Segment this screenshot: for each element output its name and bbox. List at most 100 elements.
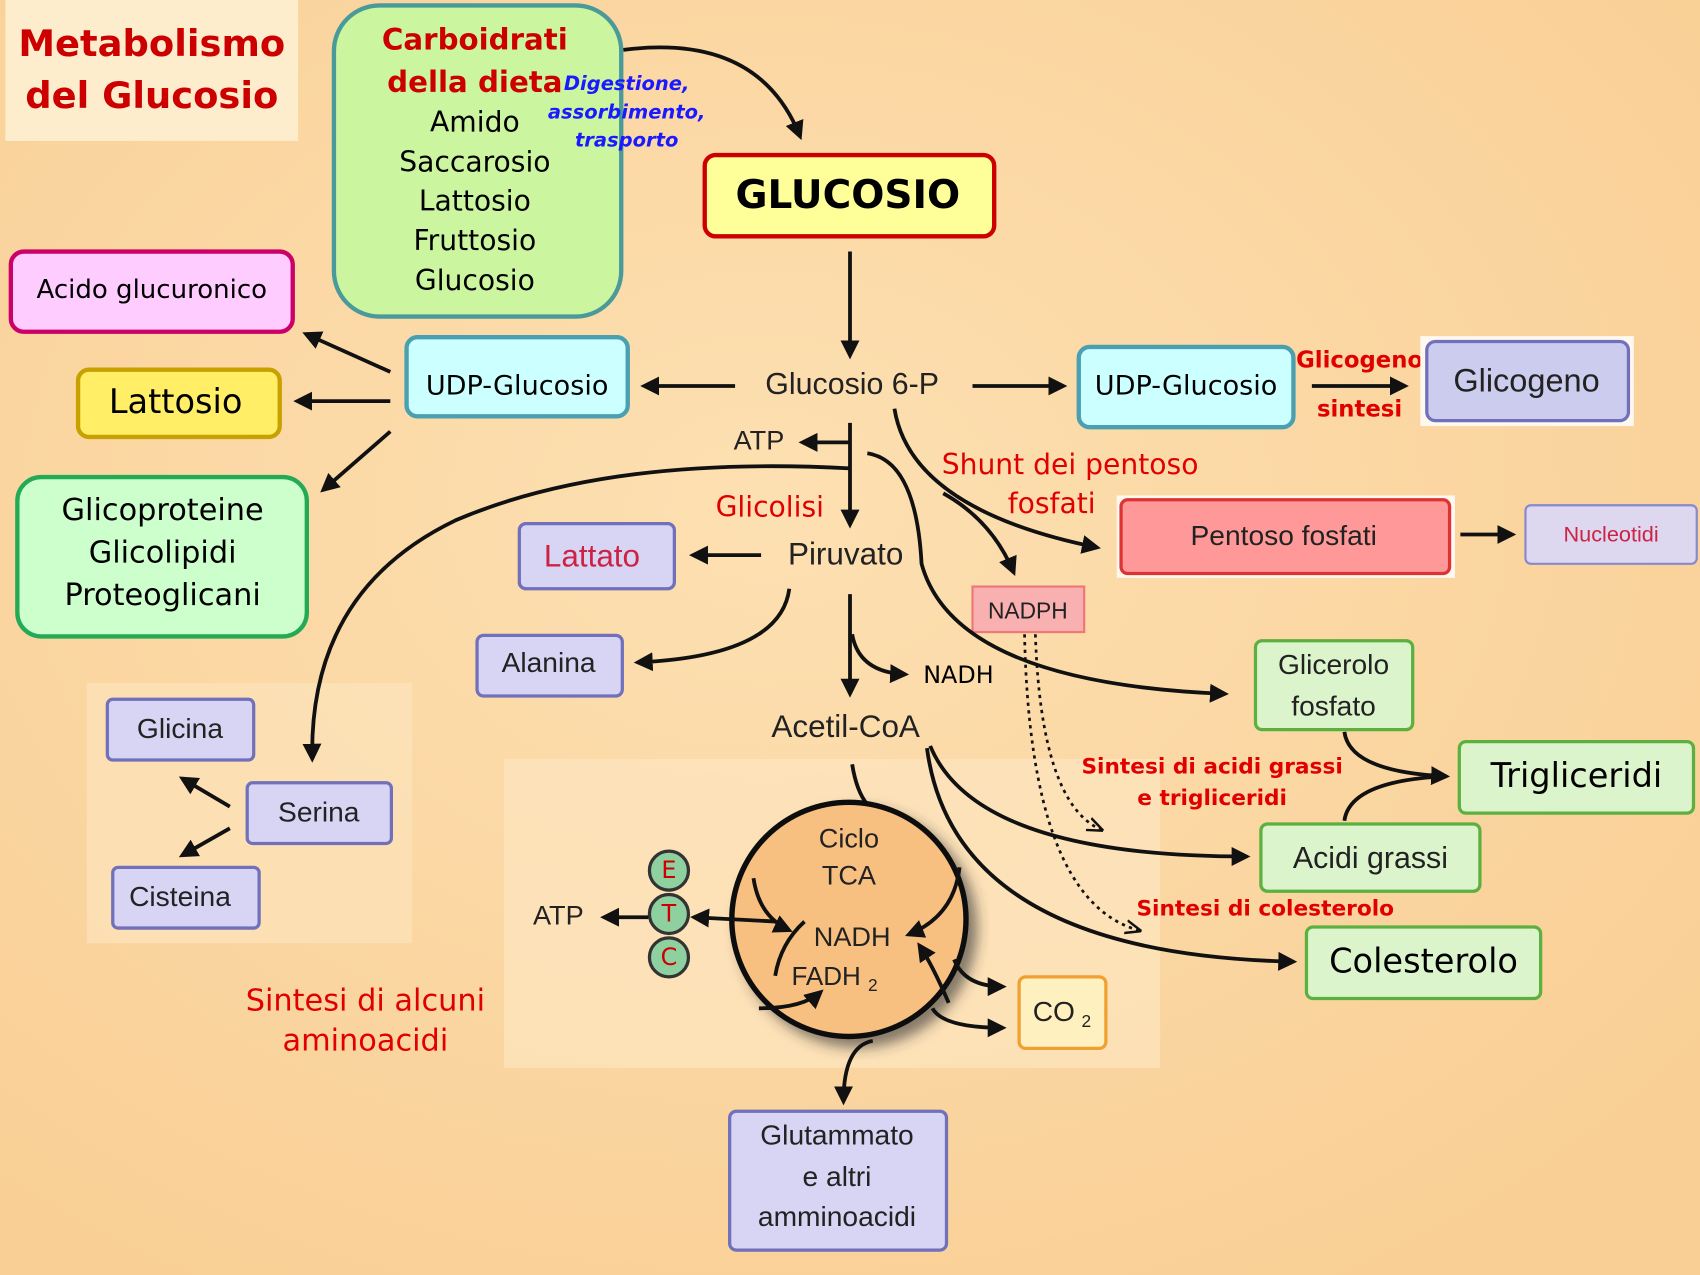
node-nadph: NADPH xyxy=(971,585,1086,634)
label-shunt: Shunt dei pentoso xyxy=(942,448,1199,481)
label-aminoacidi: aminoacidi xyxy=(282,1023,448,1058)
node-glucosio-6p: Glucosio 6-P xyxy=(765,368,939,401)
svg-text:Digestione,: Digestione, xyxy=(564,72,690,95)
arrow-to-nadph xyxy=(942,491,1017,576)
svg-text:Acido glucuronico: Acido glucuronico xyxy=(36,275,267,305)
arrow-co2-2 xyxy=(930,1007,1007,1038)
dotted-nadph-acidi xyxy=(1034,634,1100,829)
arrow-to-glicerolo xyxy=(866,451,1229,703)
label-atp-etc: ATP xyxy=(533,899,584,930)
arrow-to-acido-glucuronico xyxy=(302,331,392,374)
label-sintesi-aminoacidi: Sintesi di alcuni xyxy=(246,983,485,1018)
svg-text:del Glucosio: del Glucosio xyxy=(25,74,278,117)
svg-text:Lattato: Lattato xyxy=(544,539,640,574)
arrow-to-serina xyxy=(302,464,851,763)
svg-text:e altri: e altri xyxy=(803,1160,872,1192)
label-fosfati: fosfati xyxy=(1008,487,1096,520)
svg-text:Lattosio: Lattosio xyxy=(419,185,531,218)
label-glicolisi: Glicolisi xyxy=(716,490,824,523)
node-pentoso-fosfati: Pentoso fosfati xyxy=(1116,495,1455,578)
arrow-to-acidi-grassi xyxy=(928,745,1251,866)
arrow-tca-fadh xyxy=(917,942,951,1004)
arrow-tca-nadh-right xyxy=(905,867,962,938)
node-co2: CO 2 xyxy=(1017,975,1108,1051)
svg-text:T: T xyxy=(661,900,677,928)
svg-text:Glicolipidi: Glicolipidi xyxy=(89,536,237,571)
label-sintesi-acidi: Sintesi di acidi grassi xyxy=(1081,755,1342,780)
svg-text:fosfato: fosfato xyxy=(1291,689,1376,721)
diet-carbohydrates-box: Carboidrati della dieta Amido Saccarosio… xyxy=(331,3,624,319)
svg-text:NADH: NADH xyxy=(814,921,891,952)
svg-text:E: E xyxy=(661,856,676,884)
svg-text:Glutammato: Glutammato xyxy=(760,1119,913,1151)
arrow-digestion xyxy=(623,45,804,141)
svg-text:amminoacidi: amminoacidi xyxy=(758,1200,916,1232)
svg-text:trasporto: trasporto xyxy=(575,128,678,151)
node-trigliceridi: Trigliceridi xyxy=(1457,739,1696,815)
arrow-to-glutammato xyxy=(834,1038,874,1106)
node-acidi-grassi: Acidi grassi xyxy=(1259,822,1482,893)
svg-text:Trigliceridi: Trigliceridi xyxy=(1490,756,1663,795)
node-lattosio: Lattosio xyxy=(75,367,282,440)
digestion-label: Digestione, assorbimento, trasporto xyxy=(548,72,706,151)
arrow-piruvato-alanina xyxy=(633,588,792,672)
node-lattato: Lattato xyxy=(517,522,676,591)
svg-text:della dieta: della dieta xyxy=(387,65,562,99)
tca-cycle: Ciclo TCA NADH FADH 2 xyxy=(729,799,969,1040)
node-glicerolo-fosfato: Glicerolo fosfato xyxy=(1253,639,1415,732)
arrow-glicerolo-trigliceridi xyxy=(1342,731,1451,786)
svg-text:UDP-Glucosio: UDP-Glucosio xyxy=(426,371,609,402)
node-acido-glucuronico: Acido glucuronico xyxy=(8,249,295,334)
svg-text:Metabolismo: Metabolismo xyxy=(18,22,285,65)
svg-text:Proteoglicani: Proteoglicani xyxy=(64,578,260,613)
svg-text:Pentoso fosfati: Pentoso fosfati xyxy=(1190,519,1376,551)
arrow-co2-1 xyxy=(952,958,1007,997)
label-glicogeno-sintesi: Glicogeno xyxy=(1296,348,1423,374)
label-sintesi-colesterolo: Sintesi di colesterolo xyxy=(1136,897,1394,922)
node-glicogeno: Glicogeno xyxy=(1420,336,1634,427)
node-nucleotidi: Nucleotidi xyxy=(1524,504,1698,565)
etc-chain: E T C xyxy=(647,849,691,979)
svg-text:Carboidrati: Carboidrati xyxy=(382,23,568,57)
node-glicoproteine: Glicoproteine Glicolipidi Proteoglicani xyxy=(15,474,309,639)
svg-text:2: 2 xyxy=(1082,1011,1092,1031)
node-udp-glucosio-right: UDP-Glucosio xyxy=(1076,344,1296,430)
node-glucosio: GLUCOSIO xyxy=(702,152,997,239)
svg-text:CO: CO xyxy=(1033,995,1075,1027)
node-glutammato: Glutammato e altri amminoacidi xyxy=(728,1109,949,1252)
etc-link xyxy=(773,920,806,977)
node-piruvato: Piruvato xyxy=(788,536,903,571)
arrow-to-colesterolo xyxy=(925,747,1298,971)
svg-text:2: 2 xyxy=(868,975,878,995)
svg-text:NADPH: NADPH xyxy=(988,598,1068,624)
svg-text:Nucleotidi: Nucleotidi xyxy=(1564,521,1659,546)
svg-text:GLUCOSIO: GLUCOSIO xyxy=(735,173,960,218)
node-alanina: Alanina xyxy=(475,633,624,698)
arrow-serina-glicina xyxy=(178,776,231,809)
node-colesterolo: Colesterolo xyxy=(1304,925,1543,1001)
node-cisteina: Cisteina xyxy=(111,865,261,930)
node-acetil-coa: Acetil-CoA xyxy=(771,709,920,744)
node-serina: Serina xyxy=(245,781,394,846)
svg-text:UDP-Glucosio: UDP-Glucosio xyxy=(1095,371,1278,402)
node-udp-glucosio-left: UDP-Glucosio xyxy=(404,335,630,419)
node-glicina: Glicina xyxy=(105,697,256,762)
svg-text:Glicoproteine: Glicoproteine xyxy=(62,493,264,528)
page-title: Metabolismo del Glucosio xyxy=(5,0,299,141)
svg-text:Saccarosio: Saccarosio xyxy=(399,146,550,179)
svg-text:Glicogeno: Glicogeno xyxy=(1453,362,1599,398)
arrow-serina-cisteina xyxy=(178,826,231,858)
svg-text:TCA: TCA xyxy=(822,859,877,890)
svg-text:Glicina: Glicina xyxy=(137,712,223,744)
svg-text:Fruttosio: Fruttosio xyxy=(414,224,537,257)
svg-text:Glicerolo: Glicerolo xyxy=(1278,648,1389,680)
svg-text:Colesterolo: Colesterolo xyxy=(1329,941,1518,980)
label-e-trigliceridi: e trigliceridi xyxy=(1137,786,1287,811)
svg-text:Ciclo: Ciclo xyxy=(819,822,879,853)
svg-text:Cisteina: Cisteina xyxy=(129,880,231,912)
svg-text:Glucosio: Glucosio xyxy=(415,264,535,297)
arrow-to-pentoso xyxy=(892,408,1101,554)
arrow-to-etc xyxy=(690,908,777,928)
svg-text:Alanina: Alanina xyxy=(502,646,596,678)
arrow-to-nadh xyxy=(850,633,910,684)
